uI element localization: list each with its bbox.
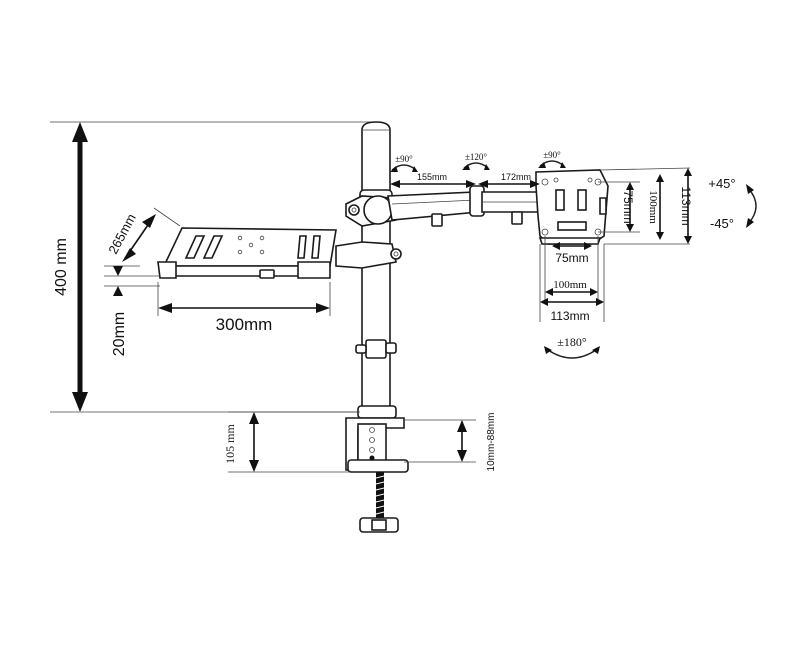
clamp-range-label: 10mm-88mm xyxy=(486,413,497,472)
vesa-100-h-label: 100mm xyxy=(647,190,659,224)
tray-dimensions: 265mm 20mm 300mm xyxy=(104,207,331,356)
vesa-plate xyxy=(535,169,609,245)
tilt-up-label: +45° xyxy=(708,176,735,191)
vesa-100-w-label: 100mm xyxy=(553,279,587,291)
pivot-1-label: ±90° xyxy=(395,154,413,164)
pivot-2-label: ±120° xyxy=(465,152,487,162)
tilt-down-label: -45° xyxy=(710,216,734,231)
swivel-label: ±180° xyxy=(557,335,587,349)
monitor-arm xyxy=(345,185,553,227)
vesa-vertical-dimensions: 75mm 100mm 113mm xyxy=(598,167,693,245)
rotation-annotations: ±90° ±120° ±90° +45° -45° ±180° xyxy=(390,150,757,359)
height-dimension: 400 mm xyxy=(50,121,370,413)
plate-113-h-label: 113mm xyxy=(679,186,693,225)
clamp-dimensions: 105 mm 10mm-88mm xyxy=(223,411,497,473)
desk-clamp xyxy=(345,417,409,533)
tray-lip-label: 20mm xyxy=(111,312,128,356)
tray-depth-label: 265mm xyxy=(105,211,139,256)
clamp-height-label: 105 mm xyxy=(223,424,237,464)
vesa-horizontal-dimensions: 75mm 100mm 113mm xyxy=(539,236,605,323)
arm-segment-2-label: 172mm xyxy=(501,172,531,182)
pole xyxy=(355,121,397,419)
height-label: 400 mm xyxy=(53,238,70,296)
vesa-75-w-label: 75mm xyxy=(555,251,588,265)
vesa-75-h-label: 75mm xyxy=(621,190,635,223)
arm-segment-1-label: 155mm xyxy=(417,172,447,182)
pivot-3-label: ±90° xyxy=(543,150,561,160)
laptop-tray xyxy=(157,227,402,279)
plate-113-w-label: 113mm xyxy=(550,309,589,323)
tray-width-label: 300mm xyxy=(216,315,273,334)
arm-dimensions: 155mm 172mm xyxy=(390,172,540,188)
